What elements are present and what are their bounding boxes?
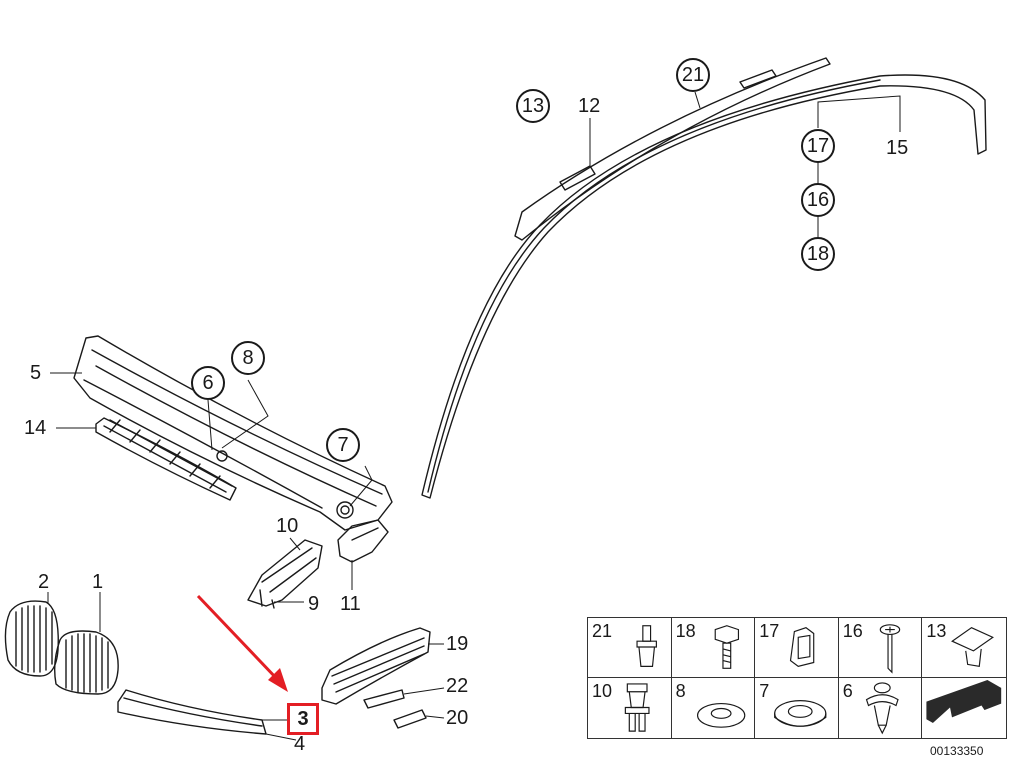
- clip-nut-icon: [790, 627, 815, 667]
- legend-cell-16: 16: [838, 618, 923, 678]
- roof-strip: [514, 57, 831, 241]
- side-grille: [321, 627, 431, 705]
- legend-cell-8: 8: [672, 678, 756, 738]
- lower-trim-strip: [117, 689, 267, 735]
- label-19: 19: [446, 633, 469, 655]
- circled-label-13: 13: [516, 89, 550, 123]
- label-14: 14: [24, 417, 47, 439]
- legend-cell-18: 18: [671, 618, 756, 678]
- legend-cell-21: 21: [588, 618, 672, 678]
- circled-label-8: 8: [231, 341, 265, 375]
- circled-label-21: 21: [676, 58, 710, 92]
- label-20: 20: [446, 707, 469, 729]
- circled-label-7: 7: [326, 428, 360, 462]
- highlighted-label-3: 3: [287, 703, 319, 735]
- cowl-grille: [95, 417, 237, 501]
- label-22: 22: [446, 675, 469, 697]
- cowl-panel: [73, 335, 393, 531]
- legend-cell-10: 10: [588, 678, 672, 738]
- legend-num: 17: [759, 621, 780, 641]
- label-4: 4: [294, 733, 306, 755]
- legend-num: 18: [675, 621, 696, 641]
- washer-icon: [696, 702, 745, 728]
- trim-piece: [363, 689, 405, 709]
- legend-num: 8: [675, 681, 686, 701]
- legend-cell-13: 13: [922, 618, 1006, 678]
- circled-label-6: 6: [191, 366, 225, 400]
- label-11: 11: [340, 593, 361, 615]
- spring-clip-icon: [951, 627, 995, 668]
- corner-bracket: [337, 519, 389, 563]
- circled-label-16: 16: [801, 183, 835, 217]
- windshield-trim: [421, 74, 987, 499]
- emblem-piece: [393, 709, 427, 729]
- leader-lines: [47, 91, 901, 741]
- grommet-icon: [774, 700, 827, 727]
- fastener-legend: 21 18 17 16: [587, 617, 1007, 739]
- legend-cell-17: 17: [755, 618, 839, 678]
- label-5: 5: [30, 362, 42, 384]
- legend-cell-7: 7: [755, 678, 839, 738]
- kidney-grille-left: [4, 600, 59, 677]
- hex-bolt-icon: [714, 625, 739, 669]
- label-1: 1: [92, 571, 104, 593]
- legend-num: 10: [592, 681, 613, 701]
- circled-label-18: 18: [801, 237, 835, 271]
- legend-num: 13: [926, 621, 947, 641]
- expansion-clip-icon: [624, 683, 650, 732]
- plastic-rivet-icon: [865, 682, 899, 735]
- legend-num: 6: [842, 681, 853, 701]
- screw-icon: [879, 624, 901, 674]
- legend-num: 21: [592, 621, 613, 641]
- kidney-grille-right: [53, 630, 119, 695]
- push-rivet-icon: [636, 625, 657, 667]
- legend-cell-arrow: [922, 678, 1006, 738]
- label-9: 9: [308, 593, 320, 615]
- bracket: [247, 539, 323, 609]
- document-number: 00133350: [930, 744, 984, 758]
- legend-num: 7: [759, 681, 770, 701]
- legend-cell-6: 6: [839, 678, 923, 738]
- label-12: 12: [578, 95, 601, 117]
- label-10: 10: [276, 515, 299, 537]
- label-2: 2: [38, 571, 50, 593]
- direction-arrow-icon: [926, 679, 1002, 734]
- legend-num: 16: [842, 621, 863, 641]
- red-arrow-icon: [196, 594, 288, 692]
- circled-label-17: 17: [801, 129, 835, 163]
- label-15: 15: [886, 137, 909, 159]
